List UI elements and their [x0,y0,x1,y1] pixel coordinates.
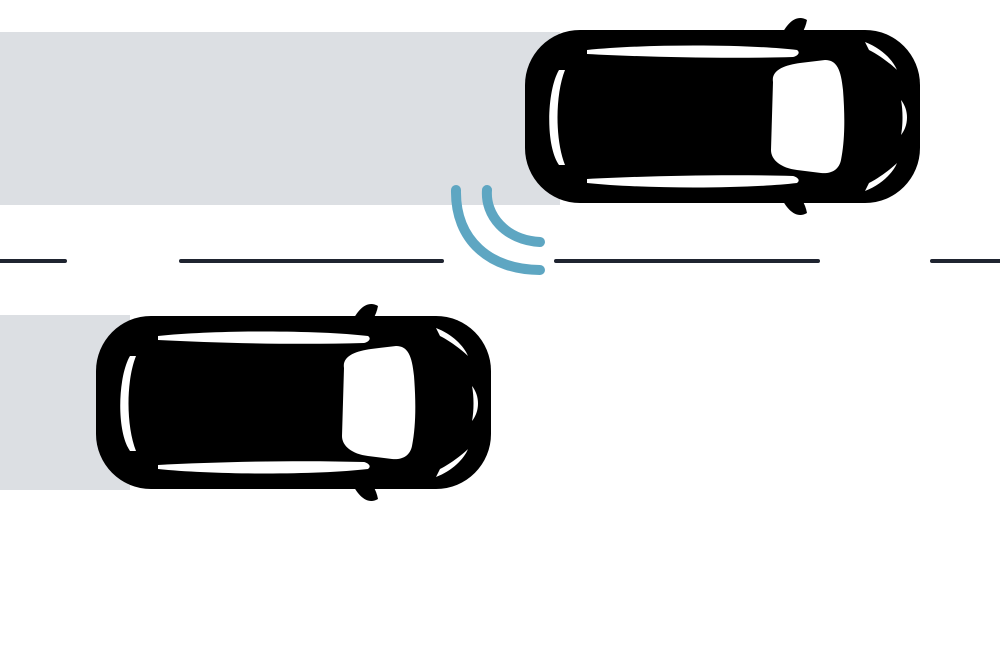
shaded-lane-zone-top [0,32,560,205]
sensor-wave-icon [450,185,545,275]
car-top-view-icon [525,18,920,215]
car-top-view-icon [96,304,491,501]
